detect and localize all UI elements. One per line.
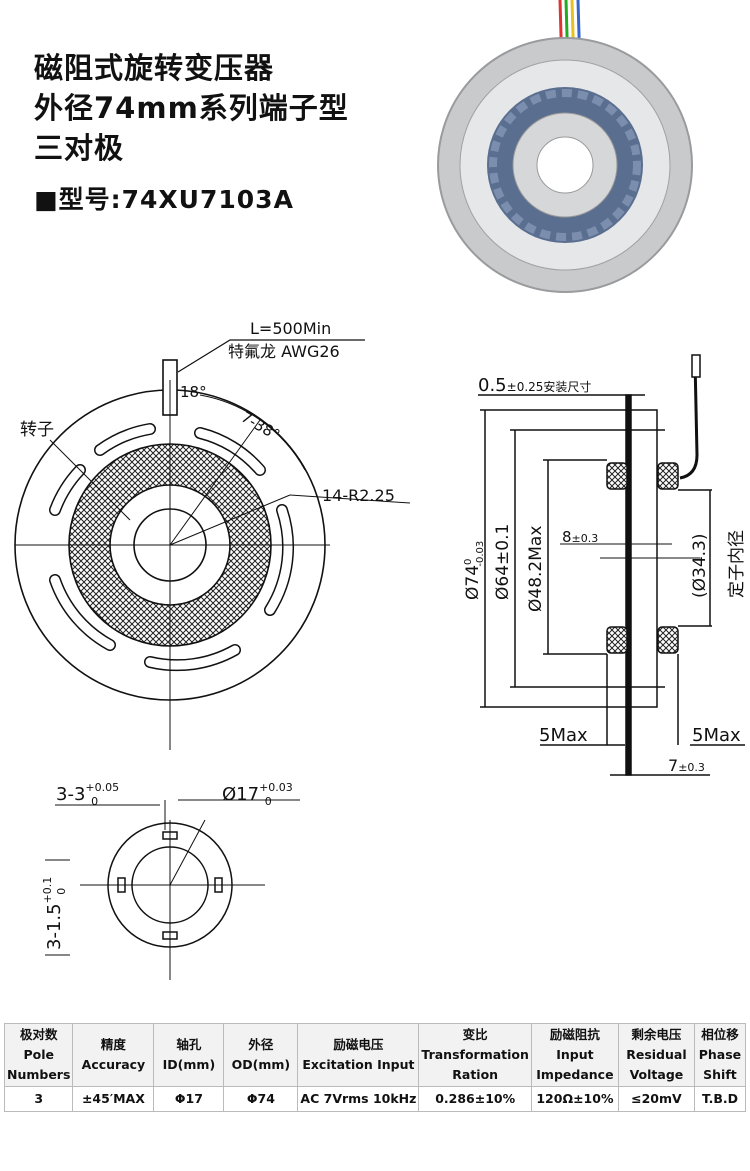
cell-transformation: 0.286±10%: [418, 1086, 532, 1112]
rotor-label: 转子: [20, 420, 54, 440]
front-view: [14, 339, 411, 750]
cell-pole: 3: [3, 1086, 74, 1112]
cell-phase: T.B.D: [693, 1086, 747, 1112]
cell-id: Φ17: [153, 1086, 225, 1112]
cell-od: Φ74: [223, 1086, 299, 1112]
d64-dim-label: Ø64±0.1: [493, 524, 513, 600]
angle-18-label: 18°: [180, 383, 207, 401]
slot-radius-label: 14-R2.25: [322, 486, 395, 505]
product-photo: [437, 0, 693, 293]
od-dim-label: Ø740-0.03: [463, 541, 486, 600]
mount-dim-label: 0.5±0.25安装尺寸: [478, 375, 591, 396]
bore-detail-view: [45, 799, 300, 980]
key-depth-label: 3-1.5+0.10: [41, 877, 68, 950]
technical-drawing: L=500Min 特氟龙 AWG26 18° 7-38° 转子 14-R2.25…: [14, 319, 747, 980]
mounting-slots: [49, 423, 295, 672]
angle-7-38-label: 7-38°: [238, 408, 283, 444]
title-line-2: 外径74mm系列端子型: [34, 91, 349, 125]
cell-accuracy: ±45′MAX: [72, 1086, 155, 1112]
left-max-label: 5Max: [539, 725, 588, 746]
cell-impedance: 120Ω±10%: [530, 1086, 619, 1112]
width-7-label: 7±0.3: [668, 756, 705, 775]
width-8-label: 8±0.3: [562, 528, 598, 546]
stator-id-label: (Ø34.3): [690, 534, 710, 599]
title-line-1: 磁阻式旋转变压器: [34, 51, 275, 85]
table-row: 3 ±45′MAX Φ17 Φ74 AC 7Vrms 10kHz 0.286±1…: [3, 1086, 747, 1112]
title-line-3: 三对极: [34, 131, 125, 165]
lead-length-label: L=500Min: [250, 319, 331, 338]
d48-dim-label: Ø48.2Max: [526, 526, 546, 612]
wire-spec-label: 特氟龙 AWG26: [228, 342, 340, 361]
side-view: [478, 354, 745, 776]
cell-excitation: AC 7Vrms 10kHz: [297, 1086, 420, 1112]
stator-id-caption: 定子内径: [727, 530, 747, 598]
cell-residual: ≤20mV: [617, 1086, 695, 1112]
model-number: ■型号:74XU7103A: [34, 185, 294, 214]
right-max-label: 5Max: [692, 725, 741, 746]
